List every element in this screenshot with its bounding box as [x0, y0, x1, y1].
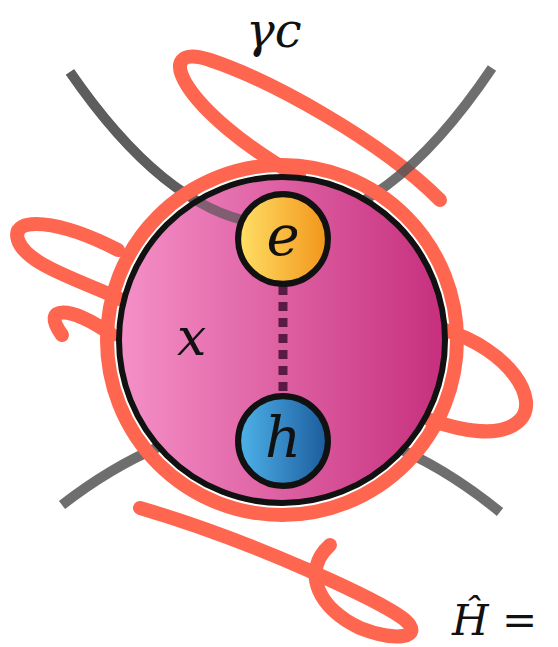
node-label: h — [265, 410, 301, 466]
band-curve — [62, 68, 500, 512]
exciton-node: x e h — [115, 173, 449, 507]
hole-node: h — [234, 392, 332, 490]
node-label: e — [266, 208, 299, 264]
node-label: x — [177, 311, 206, 363]
photon-label: γc — [246, 4, 302, 57]
electron-node: e — [234, 190, 332, 288]
hamiltonian-label: Ĥ = — [452, 598, 537, 644]
binding-line — [279, 286, 288, 394]
light-wave — [17, 57, 526, 637]
